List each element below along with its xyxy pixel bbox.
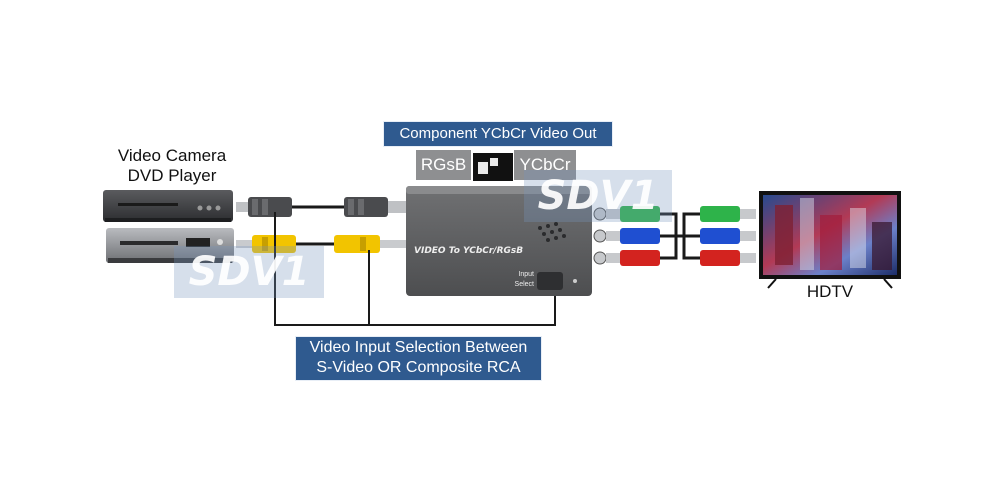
- watermark-right: SDV1: [524, 170, 672, 222]
- s-video-cable: [236, 197, 408, 217]
- selection-bracket: [274, 212, 556, 326]
- selection-note-line2: S-Video OR Composite RCA: [316, 359, 521, 376]
- watermark-left: SDV1: [174, 246, 324, 298]
- dvd-player-bottom: [106, 228, 234, 263]
- source-label-line1: Video Camera: [117, 146, 227, 165]
- switch-right-label: YCbCr: [514, 150, 576, 180]
- converter-front-label: VIDEO To YCbCr/RGsB: [414, 246, 524, 256]
- component-output-label: Component YCbCr Video Out: [383, 121, 613, 147]
- dvd-player-top: [103, 190, 233, 222]
- switch-left-label: RGsB: [416, 150, 471, 180]
- source-label-line2: DVD Player: [127, 166, 217, 185]
- selection-note: Video Input Selection Between S-Video OR…: [295, 336, 542, 381]
- input-button-label-1: Input: [518, 271, 534, 278]
- hdtv: [759, 191, 901, 289]
- rgsb-ycbcr-switch: [473, 153, 513, 181]
- selection-note-line1: Video Input Selection Between: [309, 339, 528, 356]
- converter-box: [406, 186, 607, 296]
- input-button-label-2: Select: [514, 281, 534, 288]
- composite-cable: [236, 235, 408, 253]
- hdtv-label: HDTV: [806, 282, 854, 301]
- component-cables: [606, 206, 756, 266]
